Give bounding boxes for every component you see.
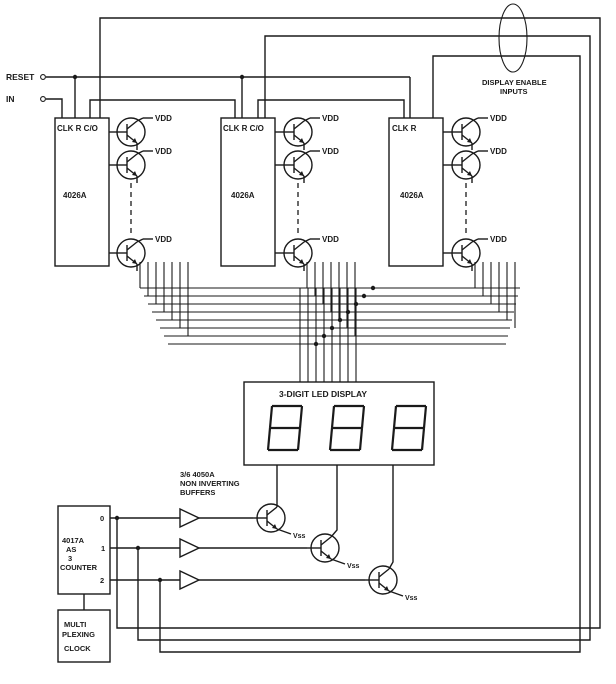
vss-label: Vss <box>347 563 360 570</box>
counter-2-pins: CLK R C/O <box>223 124 264 133</box>
driver-transistor-1-3: VDD <box>113 235 172 268</box>
digit-3 <box>390 404 428 452</box>
driver-transistor-3-3: VDD <box>448 235 507 268</box>
buffer-0 <box>179 507 201 529</box>
buffers-line2: NON INVERTING <box>180 479 240 488</box>
display-title: 3-DIGIT LED DISPLAY <box>279 389 367 399</box>
in-label: IN <box>6 94 15 104</box>
clock-line1: MULTI <box>64 620 86 629</box>
scan-counter: 4017A AS 3 COUNTER 0 1 2 <box>57 505 111 595</box>
buffers-line1: 3/6 4050A <box>180 470 215 479</box>
clock-line2: PLEXING <box>62 630 95 639</box>
vss-label: Vss <box>293 533 306 540</box>
display-enable-line1: DISPLAY ENABLE <box>482 78 547 87</box>
vdd-label: VDD <box>490 114 507 123</box>
driver-transistor-1-1: VDD <box>113 114 172 147</box>
digit-transistor-2 <box>365 565 398 595</box>
vss-label: Vss <box>405 595 418 602</box>
in-terminal <box>40 96 46 102</box>
reset-terminal <box>40 74 46 80</box>
clock-line3: CLOCK <box>64 644 91 653</box>
vdd-label: VDD <box>490 235 507 244</box>
reset-label: RESET <box>6 72 35 82</box>
driver-transistor-2-3: VDD <box>280 235 339 268</box>
counter-1-pins: CLK R C/O <box>57 124 98 133</box>
digit-transistor-0 <box>253 503 286 533</box>
multiplexing-clock: MULTI PLEXING CLOCK <box>57 594 111 663</box>
display-enable-line2: INPUTS <box>500 87 528 96</box>
led-display: 3-DIGIT LED DISPLAY <box>243 381 435 466</box>
enable-bus-ellipse <box>498 3 528 73</box>
segment-bus <box>139 262 520 382</box>
digit-1 <box>266 404 304 452</box>
driver-transistor-2-1: VDD <box>280 114 339 147</box>
buffers-line3: BUFFERS <box>180 488 215 497</box>
buffer-1 <box>179 537 201 559</box>
vdd-label: VDD <box>322 235 339 244</box>
counter-3-part: 4026A <box>400 191 424 200</box>
seven-segment-digits <box>266 404 428 452</box>
vdd-label: VDD <box>322 114 339 123</box>
scan-counter-line2: AS <box>66 545 76 554</box>
digit-2 <box>328 404 366 452</box>
scan-counter-line4: COUNTER <box>60 563 98 572</box>
counter-3: CLK R 4026A <box>388 117 444 267</box>
driver-transistor-1-2: VDD <box>113 147 172 180</box>
counter-2: CLK R C/O 4026A <box>220 117 276 267</box>
display-enable-wiring <box>99 3 601 653</box>
vdd-label: VDD <box>155 235 172 244</box>
digit-transistor-1 <box>307 533 340 563</box>
counter-1: CLK R C/O 4026A <box>54 117 110 267</box>
scan-counter-line3: 3 <box>68 554 72 563</box>
counter-1-part: 4026A <box>63 191 87 200</box>
scan-counter-line1: 4017A <box>62 536 85 545</box>
driver-transistor-3-1: VDD <box>448 114 507 147</box>
output-2-label: 2 <box>100 576 104 585</box>
output-1-label: 1 <box>101 544 105 553</box>
driver-transistor-2-2: VDD <box>280 147 339 180</box>
counter-3-pins: CLK R <box>392 124 417 133</box>
output-0-label: 0 <box>100 514 104 523</box>
vdd-label: VDD <box>155 147 172 156</box>
input-lines: RESET IN <box>6 72 411 118</box>
segment-driver-transistors: VDD VDD VDD VDD VDD VDD VDD VDD VDD <box>109 114 507 271</box>
counter-2-part: 4026A <box>231 191 255 200</box>
vdd-label: VDD <box>490 147 507 156</box>
vdd-label: VDD <box>322 147 339 156</box>
vdd-label: VDD <box>155 114 172 123</box>
driver-transistor-3-2: VDD <box>448 147 507 180</box>
buffer-2 <box>179 569 201 591</box>
